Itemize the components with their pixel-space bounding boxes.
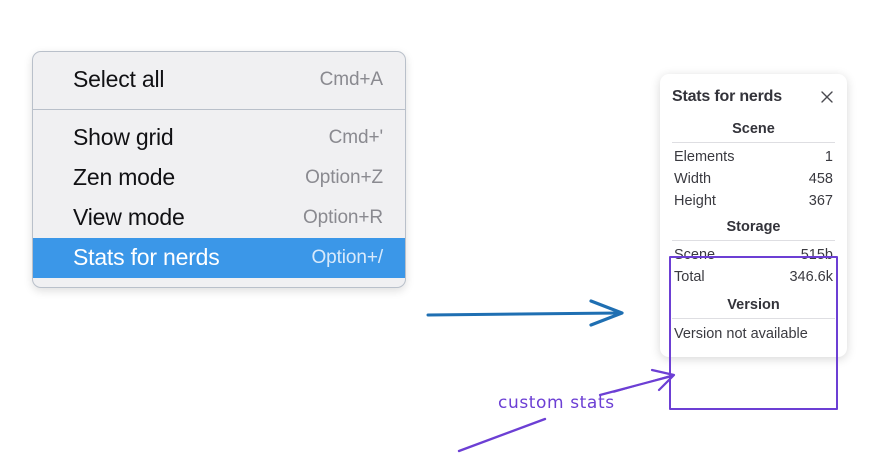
stat-value: 515b <box>800 247 833 263</box>
menu-item-select-all[interactable]: Select all Cmd+A <box>33 60 405 100</box>
menu-item-show-grid[interactable]: Show grid Cmd+' <box>33 118 405 158</box>
menu-item-label: Select all <box>73 66 165 92</box>
stat-key: Height <box>674 193 716 209</box>
menu-item-stats-for-nerds[interactable]: Stats for nerds Option+/ <box>33 238 405 278</box>
menu-item-zen-mode[interactable]: Zen mode Option+Z <box>33 158 405 198</box>
divider <box>672 318 835 319</box>
menu-item-label: Zen mode <box>73 164 175 190</box>
stat-row: Total 346.6k <box>672 266 835 288</box>
stat-value: 346.6k <box>789 269 833 285</box>
menu-item-shortcut: Option+/ <box>311 246 383 268</box>
context-menu[interactable]: Select all Cmd+A Show grid Cmd+' Zen mod… <box>32 51 406 288</box>
menu-item-view-mode[interactable]: View mode Option+R <box>33 198 405 238</box>
stat-value: 1 <box>824 149 833 165</box>
panel-title: Stats for nerds <box>672 88 782 105</box>
stat-key: Elements <box>674 149 735 165</box>
menu-section-2: Show grid Cmd+' Zen mode Option+Z View m… <box>33 109 405 287</box>
blue-arrow <box>426 299 624 327</box>
stat-row: Width 458 <box>672 168 835 190</box>
stat-key: Scene <box>674 247 716 263</box>
divider <box>672 142 835 143</box>
menu-item-shortcut: Cmd+' <box>328 126 383 148</box>
menu-item-label: Show grid <box>73 124 174 150</box>
menu-item-shortcut: Cmd+A <box>319 68 383 90</box>
divider <box>672 240 835 241</box>
stat-value: 458 <box>808 171 833 187</box>
storage-section-heading: Storage <box>726 219 781 235</box>
menu-item-label: View mode <box>73 204 185 230</box>
stat-row: Elements 1 <box>672 146 835 168</box>
menu-item-shortcut: Option+R <box>303 206 383 228</box>
purple-underline-stroke <box>457 417 547 453</box>
stat-key: Width <box>674 171 712 187</box>
custom-stats-annotation-label: custom stats <box>498 393 615 413</box>
version-section-heading: Version <box>727 297 780 313</box>
stat-value: 367 <box>808 193 833 209</box>
stat-key: Total <box>674 269 705 285</box>
stat-row: Scene 515b <box>672 244 835 266</box>
close-icon[interactable] <box>819 89 835 105</box>
purple-arrow-to-version <box>598 368 676 397</box>
menu-item-label: Stats for nerds <box>73 244 220 270</box>
stats-for-nerds-panel: Stats for nerds Scene Elements 1 Width 4… <box>660 74 847 357</box>
scene-section-heading: Scene <box>732 121 775 137</box>
version-value: Version not available <box>674 326 808 342</box>
menu-item-shortcut: Option+Z <box>305 166 383 188</box>
panel-header: Stats for nerds <box>672 88 835 106</box>
menu-section-1: Select all Cmd+A <box>33 52 405 109</box>
stat-row: Height 367 <box>672 190 835 212</box>
